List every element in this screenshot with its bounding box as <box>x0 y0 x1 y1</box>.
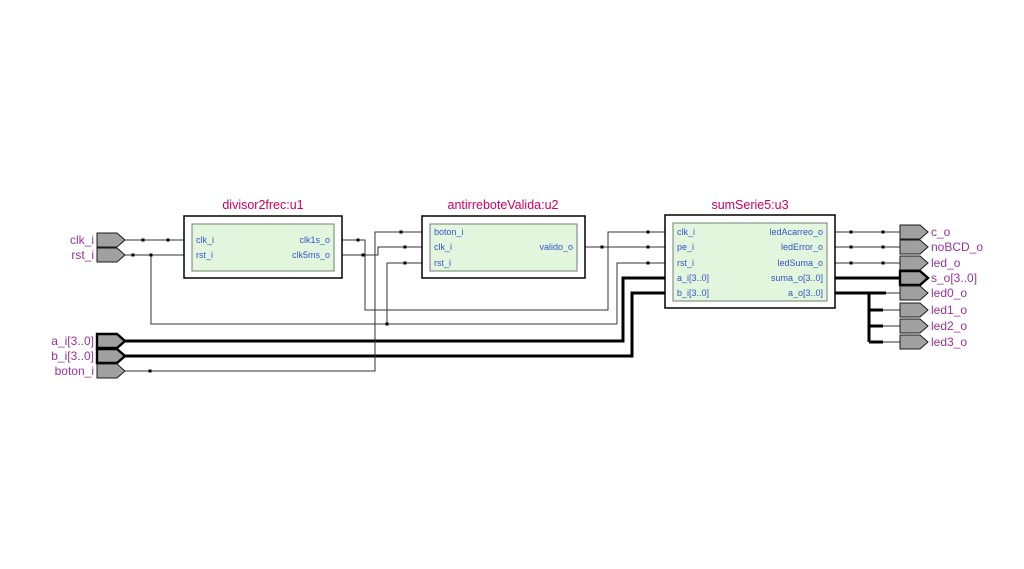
pin-u3-pe-i: pe_i <box>677 242 694 252</box>
output-port-symbol-nobcd-o[interactable] <box>899 239 929 255</box>
block-u1[interactable]: divisor2frec:u1 clk_i rst_i clk1s_o clk5… <box>183 198 343 279</box>
output-port-symbol-led1-o[interactable] <box>899 302 929 318</box>
pin-u1-clk1s-o: clk1s_o <box>299 235 330 245</box>
port-label-rst-i: rst_i <box>71 248 94 262</box>
nets <box>124 231 900 372</box>
pin-u1-clk-i: clk_i <box>196 235 214 245</box>
pin-u3-suma-o: suma_o[3..0] <box>771 273 823 283</box>
output-port-led3-o[interactable]: led3_o <box>899 334 967 350</box>
pin-u3-b-i: b_i[3..0] <box>677 288 709 298</box>
block-u2[interactable]: antirreboteValida:u2 boton_i clk_i rst_i… <box>421 198 586 279</box>
block-title-u2: antirreboteValida:u2 <box>448 198 559 212</box>
wire-rst-u2 <box>386 262 422 324</box>
output-port-symbol-led3-o[interactable] <box>899 334 929 350</box>
input-port-symbol-clk-i[interactable] <box>96 232 126 248</box>
pin-u2-valido-o: valido_o <box>539 242 573 252</box>
block-title-u3: sumSerie5:u3 <box>711 198 788 212</box>
pin-u3-a-i: a_i[3..0] <box>677 273 709 283</box>
block-u3[interactable]: sumSerie5:u3 clk_i pe_i rst_i a_i[3..0] … <box>664 198 836 309</box>
output-port-led-o[interactable]: led_o <box>899 255 961 271</box>
output-port-symbol-led-o[interactable] <box>899 255 929 271</box>
port-label-boton-i: boton_i <box>55 364 94 378</box>
port-label-s-o: s_o[3..0] <box>931 271 977 285</box>
junction-dots <box>131 230 885 373</box>
output-ports: c_o noBCD_o led_o s_o[3..0] led0_o led1_… <box>898 224 983 350</box>
block-u3-inner <box>672 222 828 302</box>
input-port-b-i[interactable]: b_i[3..0] <box>51 347 127 365</box>
input-port-rst-i[interactable]: rst_i <box>71 247 126 263</box>
pin-u3-ledacarreo-o: ledAcarreo_o <box>769 227 823 237</box>
port-label-led-o: led_o <box>931 256 961 270</box>
pin-u3-clk-i: clk_i <box>677 227 695 237</box>
pin-u2-rst-i: rst_i <box>434 258 451 268</box>
output-port-c-o[interactable]: c_o <box>899 224 951 240</box>
input-port-clk-i[interactable]: clk_i <box>70 232 126 248</box>
input-ports: clk_i rst_i a_i[3..0] b_i[3..0] boton_i <box>51 232 127 379</box>
port-label-clk-i: clk_i <box>70 233 94 247</box>
wire-rst-run <box>150 255 617 325</box>
port-label-led0-o: led0_o <box>931 286 967 300</box>
output-port-symbol-led2-o[interactable] <box>899 318 929 334</box>
port-label-c-o: c_o <box>931 225 951 239</box>
port-label-led2-o: led2_o <box>931 319 967 333</box>
pin-u1-rst-i: rst_i <box>196 250 213 260</box>
wire-clk1s <box>342 231 665 311</box>
input-port-symbol-rst-i[interactable] <box>96 247 126 263</box>
port-label-led1-o: led1_o <box>931 303 967 317</box>
input-port-symbol-b-i[interactable] <box>95 347 127 365</box>
port-label-led3-o: led3_o <box>931 335 967 349</box>
input-port-a-i[interactable]: a_i[3..0] <box>51 332 127 350</box>
output-port-s-o[interactable]: s_o[3..0] <box>898 269 977 287</box>
output-port-nobcd-o[interactable]: noBCD_o <box>899 239 983 255</box>
block-u1-inner <box>191 223 335 272</box>
output-port-led1-o[interactable]: led1_o <box>899 302 967 318</box>
input-port-symbol-boton-i[interactable] <box>96 363 126 379</box>
port-label-b-i: b_i[3..0] <box>51 349 94 363</box>
output-port-symbol-s-o[interactable] <box>898 269 930 287</box>
bus-a-i <box>124 276 665 343</box>
wire-boton <box>124 231 422 372</box>
output-port-symbol-led0-o[interactable] <box>899 285 929 301</box>
output-port-led2-o[interactable]: led2_o <box>899 318 967 334</box>
pin-u3-rst-i: rst_i <box>677 258 694 268</box>
pin-u3-lederror-o: ledError_o <box>781 242 823 252</box>
output-port-led0-o[interactable]: led0_o <box>899 285 967 301</box>
block-u2-inner <box>429 223 578 272</box>
input-port-symbol-a-i[interactable] <box>95 332 127 350</box>
output-port-symbol-c-o[interactable] <box>899 224 929 240</box>
pin-u2-clk-i: clk_i <box>434 242 452 252</box>
pin-u3-ledsuma-o: ledSuma_o <box>777 258 823 268</box>
pin-u2-boton-i: boton_i <box>434 227 464 237</box>
pin-u3-a-o: a_o[3..0] <box>788 288 823 298</box>
port-label-a-i: a_i[3..0] <box>51 334 94 348</box>
block-title-u1: divisor2frec:u1 <box>222 198 303 212</box>
pin-u1-clk5ms-o: clk5ms_o <box>292 250 330 260</box>
input-port-boton-i[interactable]: boton_i <box>55 363 126 379</box>
wire-clk5ms <box>342 246 422 256</box>
port-label-nobcd-o: noBCD_o <box>931 240 983 254</box>
